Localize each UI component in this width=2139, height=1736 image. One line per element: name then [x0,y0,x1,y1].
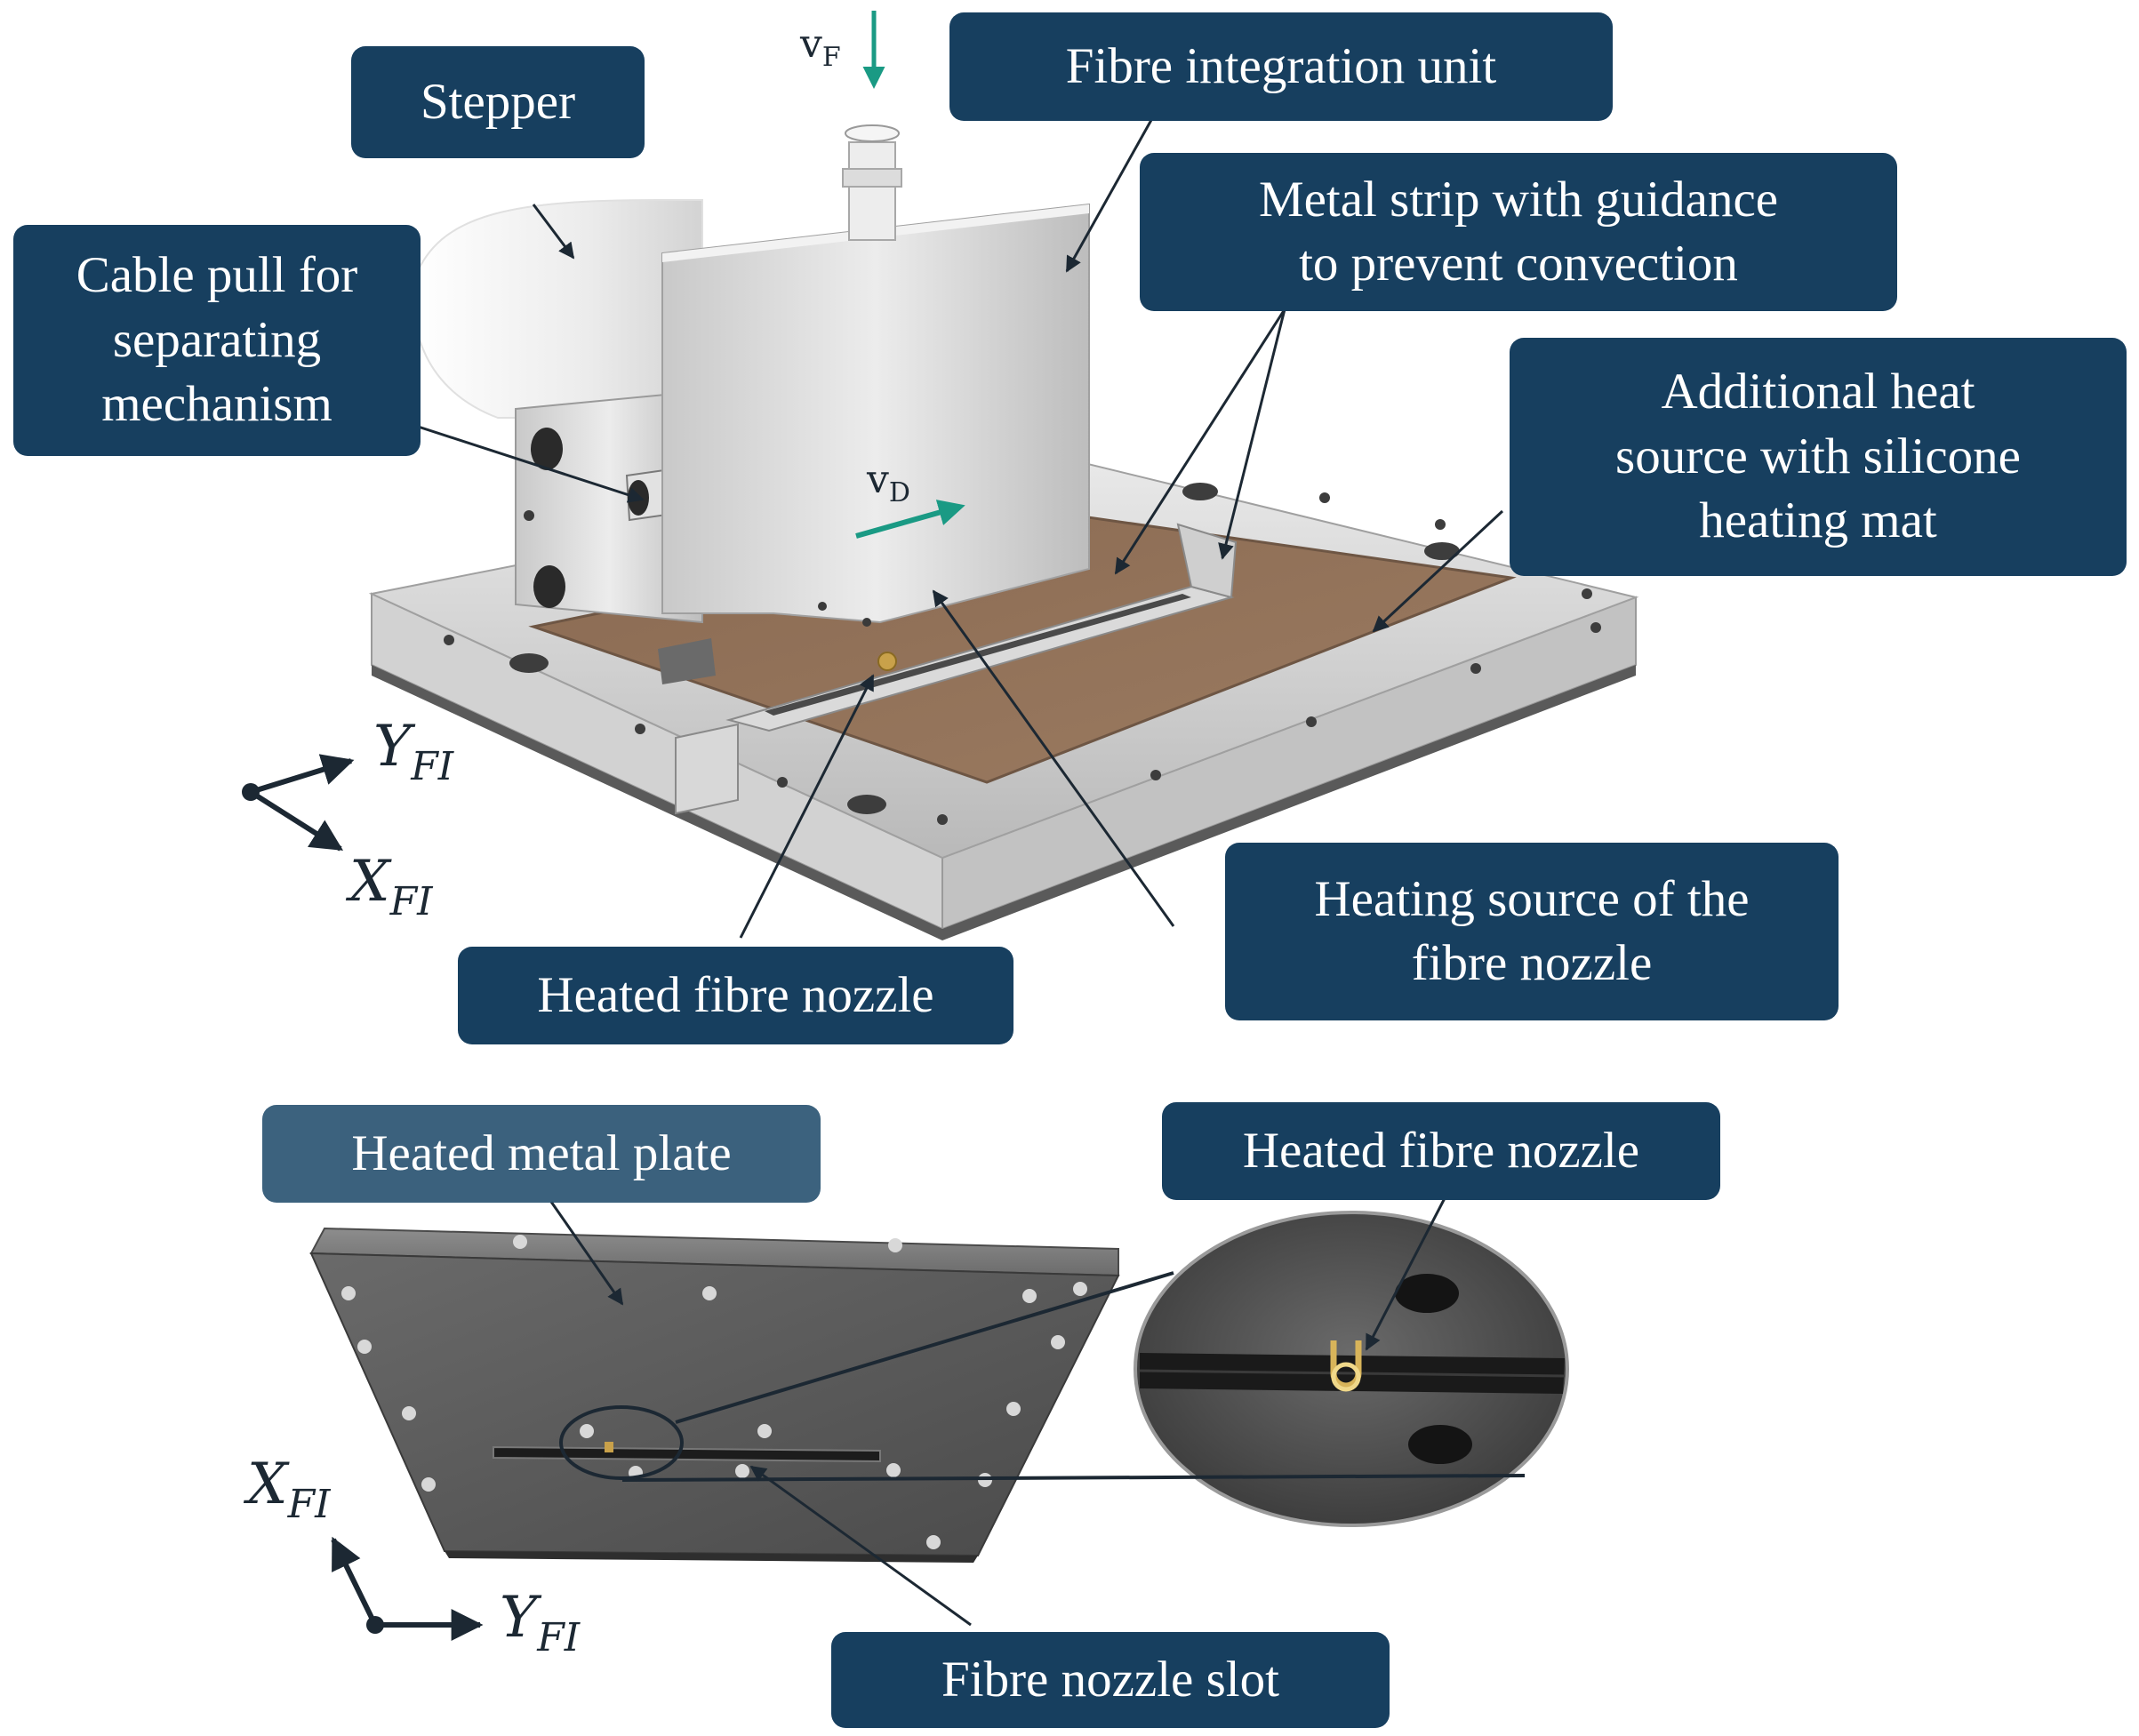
label-additional-heat-source: Additional heat source with silicone hea… [1510,338,2127,576]
bottom-axis-y-symbol: Y [500,1585,538,1651]
label-metal-strip: Metal strip with guidance to prevent con… [1140,153,1897,311]
feed-connector [842,124,902,241]
bottom-zoom-circle-small [559,1405,684,1480]
label-cable-pull: Cable pull for separating mechanism [13,225,421,456]
bottom-leader-lines [549,1197,1446,1627]
top-axis-y-subscript: FI [411,744,454,789]
stepper-motor [413,199,703,419]
feed-velocity-label: vF [800,25,841,71]
top-axis-y-symbol: Y [373,714,412,780]
drive-velocity-arrow [855,500,965,539]
bottom-fibre-nozzle-slot [493,1445,881,1463]
drive-velocity-subscript: D [888,477,910,508]
feed-velocity-symbol: v [800,21,822,67]
bottom-axis-x-subscript: FI [287,1482,331,1527]
bottom-axis-y-label: YFI [500,1589,580,1658]
top-axis-x-symbol: X [349,849,390,915]
bottom-plate-face [309,1252,1120,1557]
bottom-axis-y-subscript: FI [537,1615,581,1660]
label-heated-metal-plate: Heated metal plate [262,1105,821,1203]
label-fibre-integration-unit: Fibre integration unit [949,12,1613,121]
label-heated-fibre-nozzle-bottom: Heated fibre nozzle [1162,1102,1720,1200]
top-axes-origin [242,783,260,801]
bottom-axis-x-symbol: X [247,1452,288,1517]
label-fibre-nozzle-slot: Fibre nozzle slot [831,1632,1390,1728]
bottom-axes-origin [366,1616,384,1634]
bottom-assembly-illustration [309,1211,1569,1563]
feed-velocity-subscript: F [821,42,841,73]
drive-velocity-label: vD [867,460,910,507]
fibre-integration-unit-body [661,203,1090,624]
bottom-axis-x-label: XFI [247,1456,330,1524]
top-leader-lines [404,119,1504,939]
top-axis-y-label: YFI [373,718,453,787]
heated-nozzle-top [877,652,897,671]
bottom-axes-arrows [331,1536,484,1641]
drive-velocity-symbol: v [867,457,889,502]
top-axis-x-label: XFI [349,853,432,922]
top-axis-x-subscript: FI [389,879,433,924]
label-heating-source-nozzle: Heating source of the fibre nozzle [1225,843,1839,1020]
label-heated-fibre-nozzle-top: Heated fibre nozzle [458,947,1013,1044]
label-stepper: Stepper [351,46,645,158]
top-axes-arrows [249,754,355,852]
